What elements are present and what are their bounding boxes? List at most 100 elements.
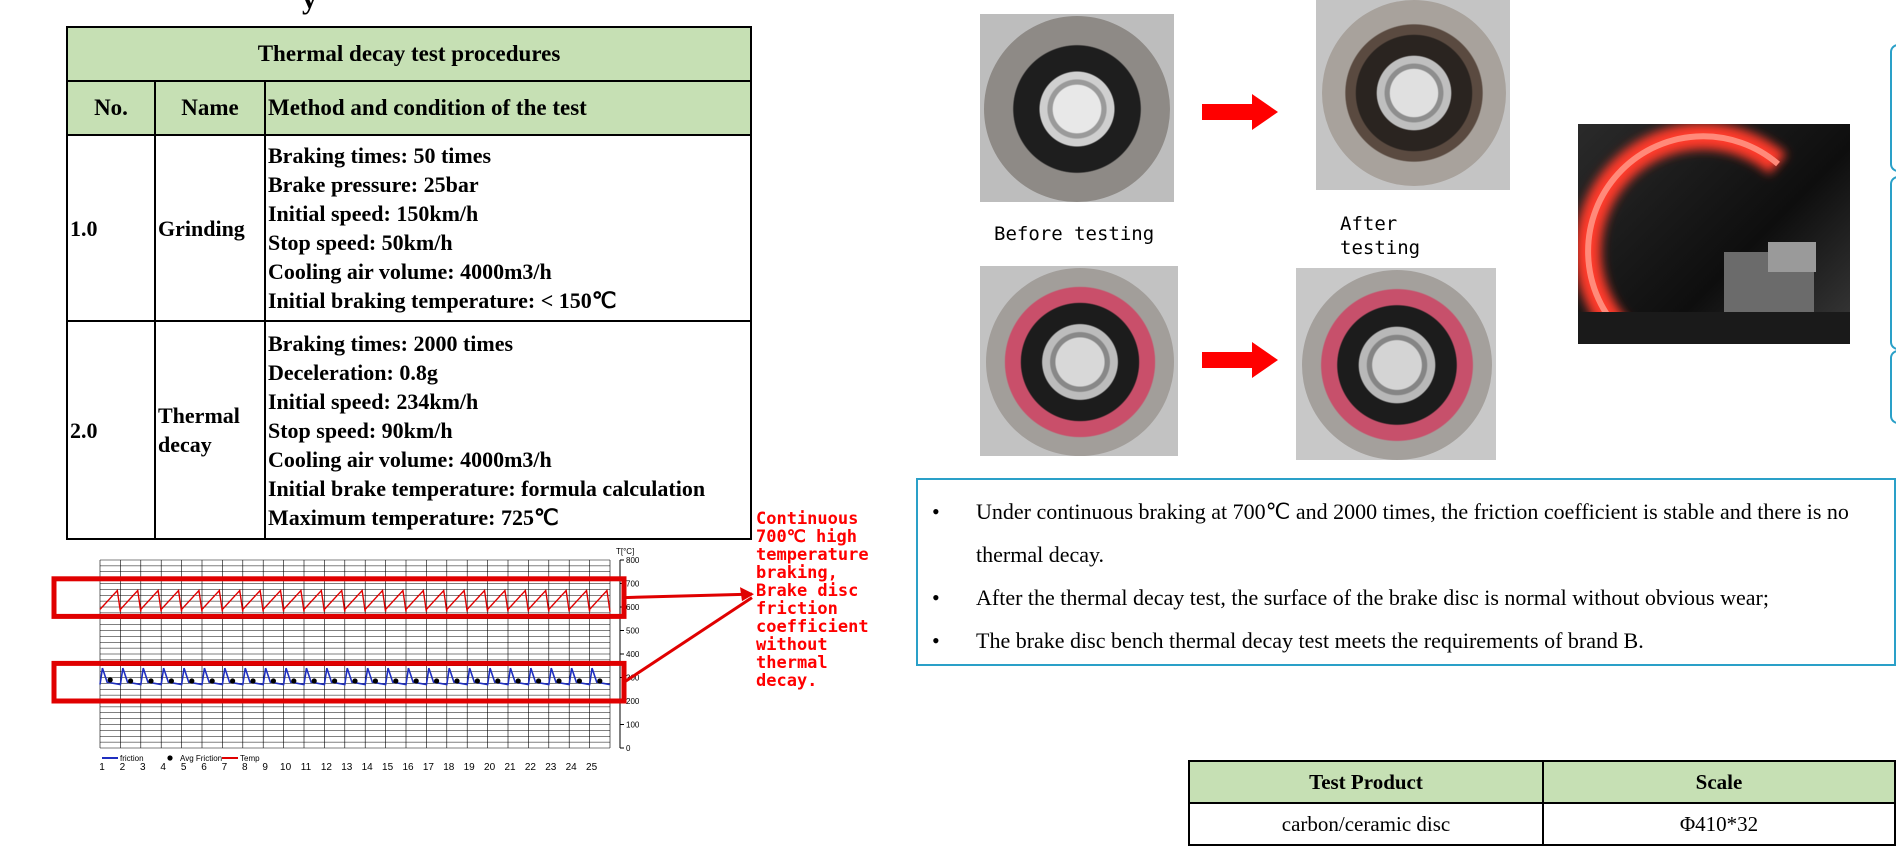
x-tick-label: 18 [443, 762, 455, 773]
x-tick-label: 4 [160, 762, 166, 773]
method-line: Stop speed: 50km/h [268, 230, 453, 255]
clipped-title-fragment: y [302, 0, 332, 15]
arrow-right-icon [1202, 342, 1278, 378]
procedures-table: Thermal decay test procedures No. Name M… [66, 26, 752, 540]
x-tick-label: 3 [140, 762, 146, 773]
edge-tab [1890, 350, 1896, 424]
avg-friction-point [189, 678, 195, 684]
column-header-scale: Scale [1542, 760, 1896, 804]
edge-tab [1890, 44, 1896, 172]
avg-friction-point [148, 678, 154, 684]
x-tick-label: 8 [242, 762, 248, 773]
avg-friction-point [515, 678, 521, 684]
thermal-decay-chart: 0100200300400500600700800T[°C]1234567891… [51, 547, 754, 773]
x-tick-label: 10 [280, 762, 292, 773]
avg-friction-point [209, 678, 215, 684]
avg-friction-point [372, 678, 378, 684]
axis-tick-label: 700 [626, 580, 640, 589]
x-tick-label: 20 [484, 762, 496, 773]
x-tick-label: 2 [120, 762, 126, 773]
axis-tick-label: 800 [626, 556, 640, 565]
axis-tick-label: 600 [626, 603, 640, 612]
procedures-title: Thermal decay test procedures [66, 26, 752, 82]
method-line: Stop speed: 90km/h [268, 417, 453, 443]
x-tick-label: 13 [341, 762, 353, 773]
avg-friction-point [311, 678, 317, 684]
disc-photo-after-bottom [1296, 268, 1496, 460]
row-name: Grinding [154, 134, 266, 322]
axis-tick-label: 500 [626, 627, 640, 636]
disc-photo-before-bottom [980, 266, 1178, 456]
avg-friction-point [495, 678, 501, 684]
axis-tick-label: 200 [626, 697, 640, 706]
x-tick-label: 17 [423, 762, 435, 773]
glowing-disc-image [1578, 124, 1850, 344]
avg-friction-point [168, 678, 174, 684]
legend-marker [167, 755, 173, 761]
avg-friction-point [270, 678, 276, 684]
x-tick-label: 24 [566, 762, 578, 773]
avg-friction-point [556, 678, 562, 684]
highlight-box-friction [51, 660, 627, 704]
method-line: Braking times: 2000 times [268, 330, 514, 356]
chart-callout: Continuous 700℃ high temperature braking… [756, 509, 869, 691]
method-line: Initial speed: 150km/h [268, 201, 479, 226]
method-line: Brake pressure: 25bar [268, 172, 479, 197]
series-temp-line [99, 588, 611, 612]
callout-arrowhead [740, 587, 754, 602]
product-scale-cell: Φ410*32 [1542, 802, 1896, 846]
legend-label: Temp [240, 754, 260, 763]
x-tick-label: 9 [262, 762, 268, 773]
row-no: 2.0 [66, 320, 156, 540]
method-line: Initial speed: 234km/h [268, 388, 479, 414]
method-line: Cooling air volume: 4000m3/h [268, 259, 552, 284]
x-tick-label: 6 [201, 762, 207, 773]
x-tick-label: 7 [222, 762, 228, 773]
avg-friction-point [291, 678, 297, 684]
method-line: Braking times: 50 times [268, 143, 492, 168]
before-testing-caption: Before testing [994, 223, 1155, 245]
edge-tab [1890, 176, 1896, 350]
x-tick-label: 12 [321, 762, 333, 773]
avg-friction-point [332, 678, 338, 684]
callout-arrow [623, 592, 753, 600]
axis-label: T[°C] [616, 547, 634, 556]
series-friction-line [99, 667, 611, 686]
avg-friction-point [250, 678, 256, 684]
axis-tick-label: 400 [626, 650, 640, 659]
conclusion-item: •The brake disc bench thermal decay test… [932, 628, 1644, 653]
table-row: 1.0 Grinding Braking times: 50 times Bra… [66, 134, 752, 322]
x-tick-label: 23 [545, 762, 557, 773]
table-row: 2.0 Thermal decay Braking times: 2000 ti… [66, 320, 752, 540]
row-name: Thermal decay [154, 320, 266, 540]
avg-friction-point [107, 677, 113, 683]
callout-arrow [623, 596, 753, 684]
axis-tick-label: 0 [626, 744, 631, 753]
x-tick-label: 16 [402, 762, 414, 773]
x-tick-label: 25 [586, 762, 598, 773]
method-line: Maximum temperature: 725℃ [268, 504, 559, 530]
method-line: Cooling air volume: 4000m3/h [268, 446, 552, 472]
x-tick-label: 11 [301, 762, 312, 773]
conclusion-item: •After the thermal decay test, the surfa… [932, 585, 1769, 610]
conclusion-item: •Under continuous braking at 700℃ and 20… [932, 499, 1849, 567]
avg-friction-point [576, 678, 583, 684]
row-method: Braking times: 2000 times Deceleration: … [264, 320, 752, 540]
axis-tick-label: 100 [626, 721, 640, 730]
disc-photo-before-top [980, 14, 1174, 202]
x-tick-label: 1 [99, 762, 105, 773]
avg-friction-point [536, 678, 542, 684]
product-table: Test Product Scale carbon/ceramic disc Φ… [1188, 760, 1896, 846]
avg-friction-point [474, 678, 480, 684]
disc-photo-after-top [1316, 0, 1510, 190]
column-header-no: No. [66, 80, 156, 136]
method-line: Initial braking temperature: < 150℃ [268, 288, 617, 313]
hot-disc-photo [1578, 124, 1850, 344]
avg-friction-point [352, 678, 358, 684]
avg-friction-point [434, 678, 440, 684]
conclusions-box: •Under continuous braking at 700℃ and 20… [916, 478, 1896, 666]
row-no: 1.0 [66, 134, 156, 322]
avg-friction-point [454, 678, 460, 684]
column-header-test-product: Test Product [1188, 760, 1544, 804]
method-line: Deceleration: 0.8g [268, 359, 438, 385]
